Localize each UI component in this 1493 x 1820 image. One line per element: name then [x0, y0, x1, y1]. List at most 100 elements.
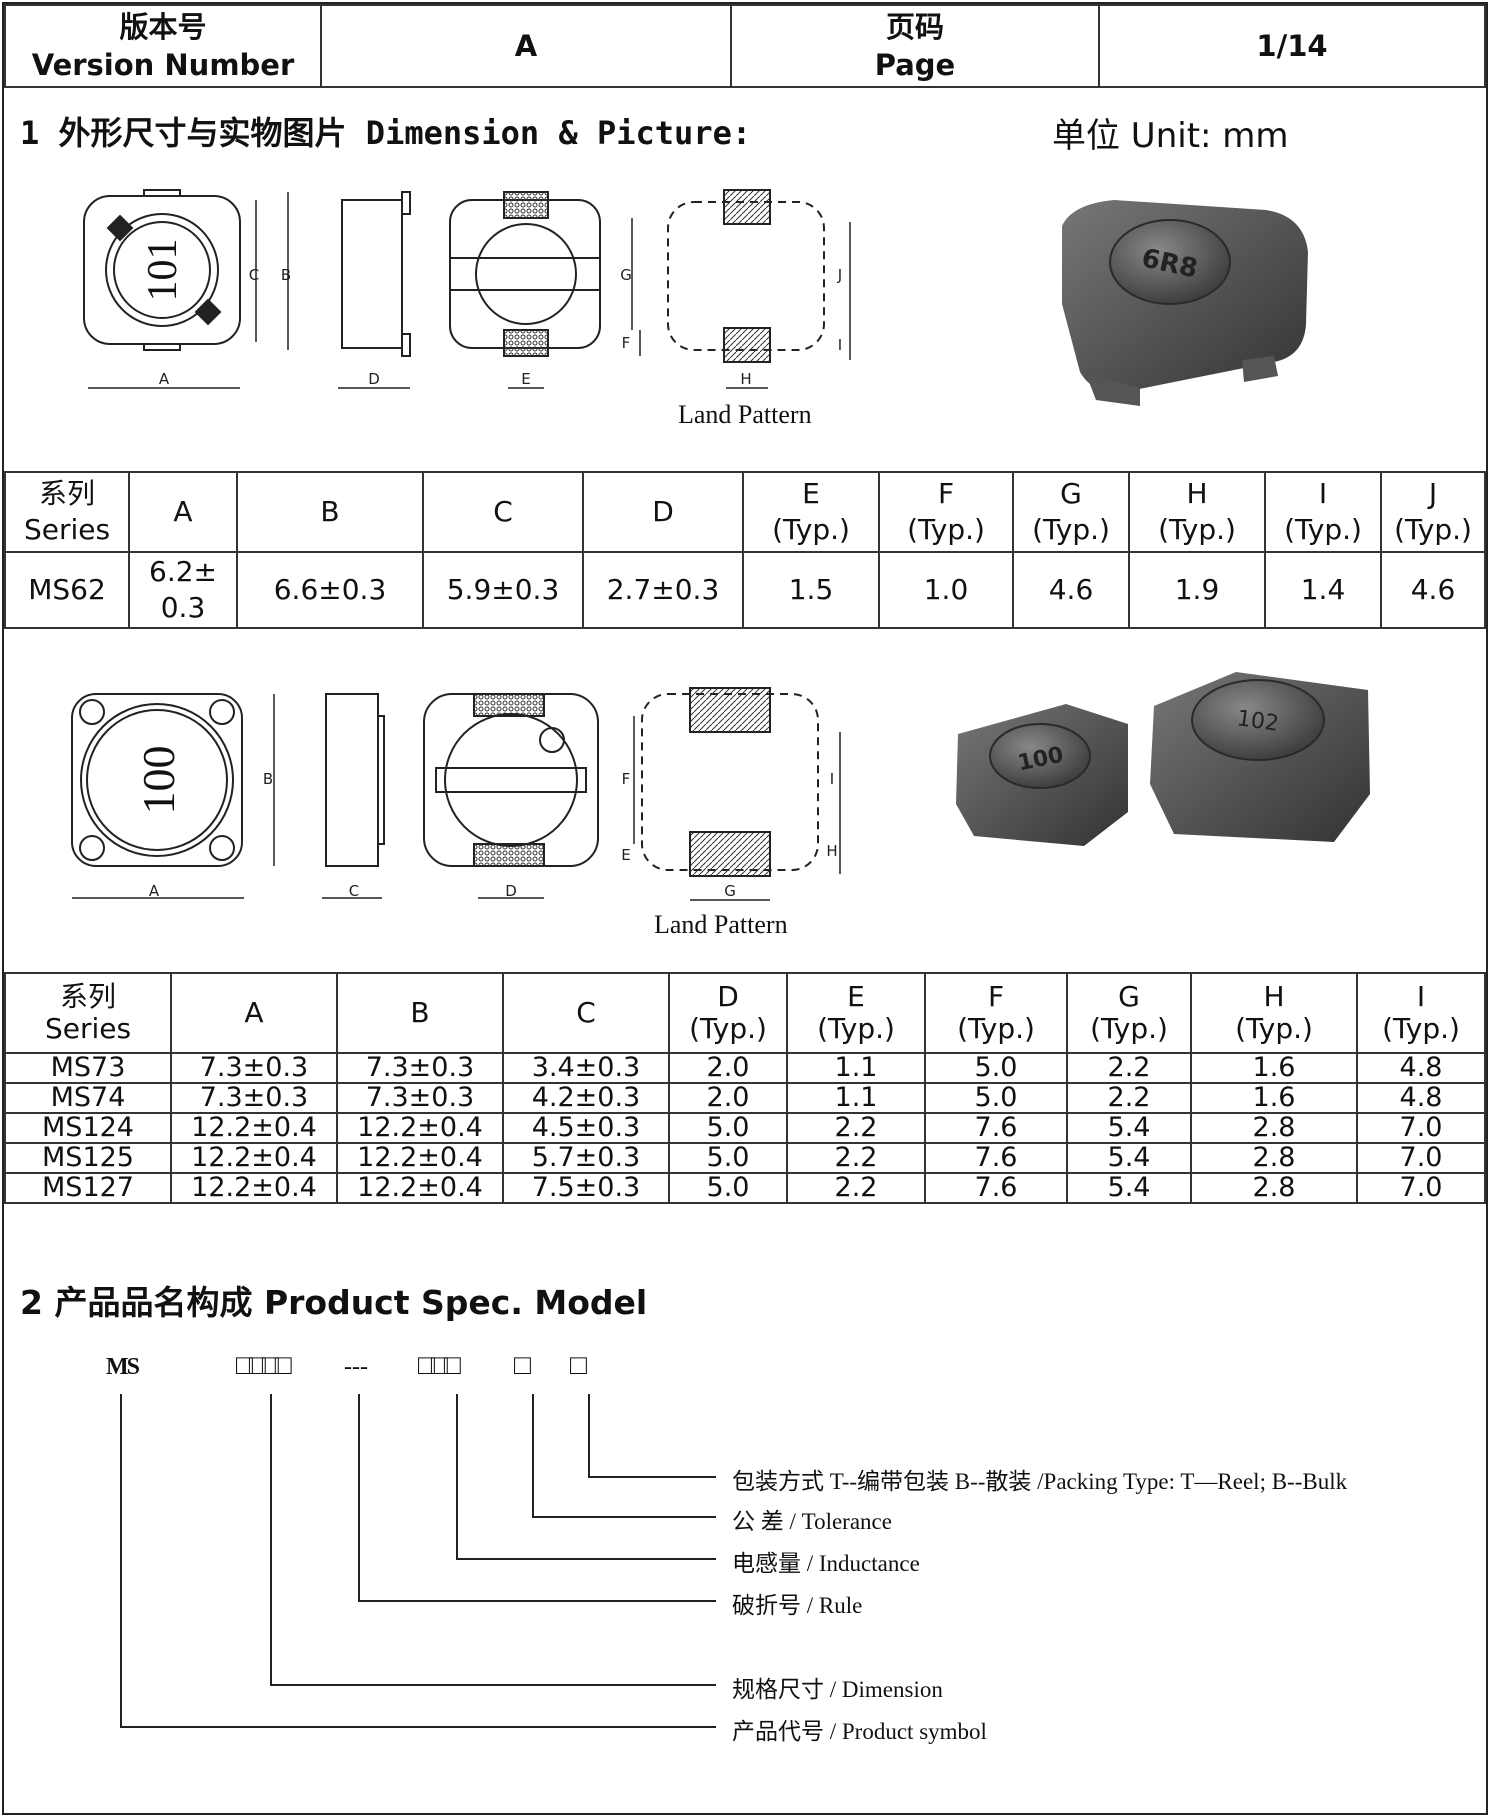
t2-cell: 7.5±0.3: [502, 1172, 670, 1204]
t1-header-a: A: [128, 471, 238, 553]
t2-cell: 7.3±0.3: [336, 1052, 504, 1084]
t1-header-b: B: [236, 471, 424, 553]
t2-cell: MS124: [4, 1112, 172, 1144]
version-label-en: Version Number: [31, 48, 295, 82]
t1-header-j: J(Typ.): [1380, 471, 1486, 553]
connector-line: [270, 1394, 272, 1684]
dim-letter-c-1: C: [249, 266, 259, 284]
dim-letter-e-1: E: [521, 370, 530, 388]
dim-letter-g-1: G: [620, 266, 632, 284]
dim-letter-b-1: B: [281, 266, 291, 284]
t2-cell: 3.4±0.3: [502, 1052, 670, 1084]
dim-letter-c-2: C: [349, 882, 359, 900]
t2-header-e: E(Typ.): [786, 972, 926, 1054]
page-label-cell: 页码 Page: [730, 4, 1100, 88]
t2-cell: 5.0: [924, 1052, 1068, 1084]
t2-cell: 2.2: [786, 1142, 926, 1174]
connector-line: [358, 1394, 360, 1600]
connector-line: [532, 1516, 716, 1518]
t2-cell: 2.2: [1066, 1052, 1192, 1084]
t1-cell: 2.7±0.3: [582, 551, 744, 629]
t2-cell: 4.8: [1356, 1052, 1486, 1084]
connector-line: [120, 1726, 716, 1728]
version-label-cell: 版本号 Version Number: [4, 4, 322, 88]
t2-cell: 2.0: [668, 1052, 788, 1084]
t1-header-f: F(Typ.): [878, 471, 1014, 553]
land-pattern-label-2: Land Pattern: [654, 910, 788, 939]
t2-cell: 5.0: [668, 1172, 788, 1204]
t2-cell: 12.2±0.4: [336, 1172, 504, 1204]
t2-cell: 7.0: [1356, 1172, 1486, 1204]
t2-cell: 12.2±0.4: [336, 1142, 504, 1174]
table-row: MS62 6.2± 0.3 6.6±0.3 5.9±0.3 2.7±0.3 1.…: [4, 551, 1486, 629]
t2-cell: 7.3±0.3: [170, 1052, 338, 1084]
connector-line: [456, 1394, 458, 1558]
dimension-drawings: 101 A B: [71, 189, 1370, 901]
top-view-1: [83, 189, 289, 389]
land-pattern-2: [641, 687, 841, 901]
t2-cell: 2.8: [1190, 1172, 1358, 1204]
t2-cell: MS74: [4, 1082, 172, 1114]
t1-header-d: D: [582, 471, 744, 553]
dim-letter-b-2: B: [263, 770, 273, 788]
label-product-symbol: 产品代号 / Product symbol: [732, 1719, 987, 1744]
dim-letter-f-1: F: [622, 334, 631, 352]
label-tolerance: 公 差 / Tolerance: [732, 1509, 892, 1534]
t2-cell: 4.2±0.3: [502, 1082, 670, 1114]
connector-line: [270, 1684, 716, 1686]
t2-header-f: F(Typ.): [924, 972, 1068, 1054]
t1-header-i: I(Typ.): [1264, 471, 1382, 553]
t2-header-d: D(Typ.): [668, 972, 788, 1054]
model-rule-dash: ---: [344, 1354, 368, 1380]
t1-cell: 6.6±0.3: [236, 551, 424, 629]
t2-cell: 5.0: [668, 1142, 788, 1174]
t2-cell: 7.3±0.3: [336, 1082, 504, 1114]
t2-header-a: A: [170, 972, 338, 1054]
dim-letter-i-1: I: [838, 336, 842, 354]
t2-cell: 7.6: [924, 1112, 1068, 1144]
t2-cell: 12.2±0.4: [336, 1112, 504, 1144]
t2-cell: 4.8: [1356, 1082, 1486, 1114]
dim-letter-a-2: A: [149, 882, 160, 900]
unit-label: 单位 Unit: mm: [1052, 116, 1289, 156]
t1-cell: 5.9±0.3: [422, 551, 584, 629]
t2-header-i: I(Typ.): [1356, 972, 1486, 1054]
t2-cell: 5.4: [1066, 1142, 1192, 1174]
product-photo-2: 100 102: [956, 672, 1370, 846]
t2-cell: 2.2: [1066, 1082, 1192, 1114]
version-label-cn: 版本号: [119, 10, 207, 44]
t2-cell: 4.5±0.3: [502, 1112, 670, 1144]
page-value: 1/14: [1098, 4, 1486, 88]
t2-cell: 2.8: [1190, 1112, 1358, 1144]
t2-cell: 7.3±0.3: [170, 1082, 338, 1114]
dim-letter-i-2: I: [830, 770, 834, 788]
connector-line: [358, 1600, 716, 1602]
dim-letter-e-2: E: [621, 846, 630, 864]
t2-cell: 7.0: [1356, 1142, 1486, 1174]
t2-cell: 1.1: [786, 1082, 926, 1114]
page-label-en: Page: [874, 48, 956, 82]
t1-cell: MS62: [4, 551, 130, 629]
connector-line: [588, 1476, 716, 1478]
header-table: 版本号 Version Number A 页码 Page 1/14: [4, 4, 1486, 88]
t2-cell: 1.1: [786, 1052, 926, 1084]
t2-cell: 1.6: [1190, 1052, 1358, 1084]
label-rule: 破折号 / Rule: [732, 1593, 863, 1618]
t2-cell: 5.0: [924, 1082, 1068, 1114]
connector-line: [120, 1394, 122, 1726]
t2-header-c: C: [502, 972, 670, 1054]
t2-cell: 5.7±0.3: [502, 1142, 670, 1174]
land-pattern-label-1: Land Pattern: [678, 400, 812, 429]
t2-header-b: B: [336, 972, 504, 1054]
side-view-2: [322, 693, 385, 899]
label-packing-type: 包装方式 T--编带包装 B--散装 /Packing Type: T—Reel…: [732, 1469, 1348, 1494]
